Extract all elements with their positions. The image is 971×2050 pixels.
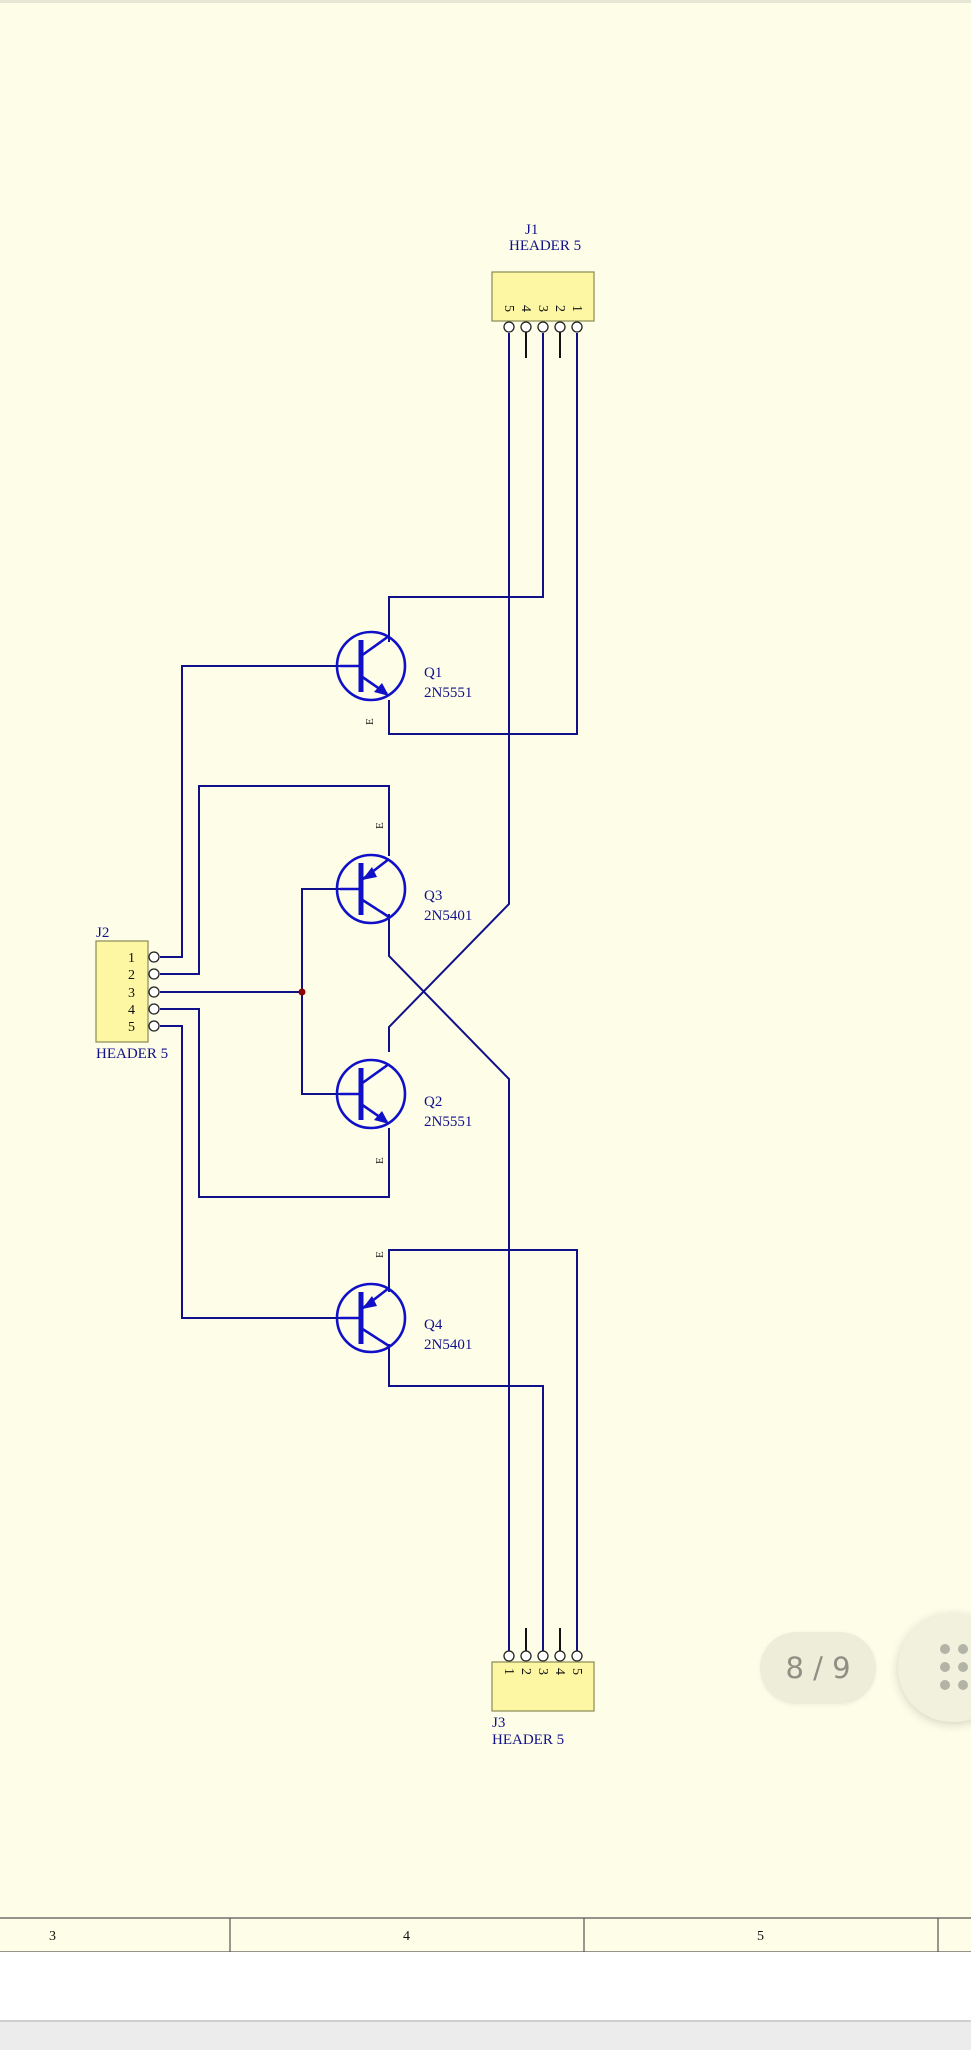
j3-pin	[554, 1650, 566, 1662]
q4-body	[335, 1282, 407, 1354]
j3-ref: J3	[492, 1715, 505, 1731]
j3-pin	[503, 1650, 515, 1662]
wire-j2p1-q1b	[160, 665, 340, 958]
wire-j2p4-q2e	[160, 1008, 390, 1198]
j1-pin-label: 2	[552, 305, 567, 312]
q2-part: 2N5551	[424, 1114, 472, 1130]
q1-emitter-arrow	[374, 683, 389, 696]
j3-pin-label: 3	[535, 1668, 550, 1675]
q2-collector-lead	[360, 1062, 390, 1086]
wire-j1p5-q2c	[388, 333, 510, 1052]
q3-emitter-mark: E	[374, 822, 386, 829]
q3-ref: Q3	[424, 888, 442, 904]
j1-pin	[571, 321, 583, 333]
j2-pin-label: 5	[128, 1020, 135, 1035]
zone-label: 5	[757, 1929, 764, 1944]
q4-part: 2N5401	[424, 1337, 472, 1353]
j3-pin-label: 5	[569, 1668, 584, 1675]
wire-j1p1-q1e	[388, 333, 578, 735]
j2-pin	[148, 951, 160, 963]
transistor-q3: Q3 2N5401 E	[335, 822, 472, 925]
j3-pin-label: 1	[501, 1668, 516, 1675]
q2-body	[335, 1058, 407, 1130]
q1-collector-lead	[360, 634, 390, 658]
header-j3: 1 2 3 4 5 J3 HEADER 5	[491, 1650, 595, 1748]
q2-ref: Q2	[424, 1094, 442, 1110]
zone-label: 4	[403, 1929, 410, 1944]
header-j1: J1 HEADER 5 5 4 3 2 1	[491, 222, 595, 333]
top-edge	[0, 0, 971, 3]
q1-body	[335, 630, 407, 702]
wire-j2p5-q4b	[160, 1025, 340, 1319]
j3-pin-label: 2	[518, 1668, 533, 1675]
j3-pin	[520, 1650, 532, 1662]
j2-value: HEADER 5	[96, 1046, 168, 1062]
transistor-q4: Q4 2N5401 E	[335, 1251, 472, 1354]
q1-emitter-mark: E	[364, 718, 376, 725]
q4-collector-lead	[360, 1326, 390, 1348]
q4-ref: Q4	[424, 1317, 443, 1333]
j1-body	[491, 271, 595, 322]
q2-emitter-arrow	[374, 1111, 389, 1124]
j1-pin	[503, 321, 515, 333]
j2-pin	[148, 1003, 160, 1015]
transistor-q1: Q1 2N5551 E	[335, 630, 472, 725]
header-j2: J2 1 2 3 4 5 HEADER 5	[95, 925, 168, 1062]
j2-pin-label: 3	[128, 986, 135, 1001]
wire-j2p2-q3e	[160, 785, 390, 975]
j1-ref: J1	[525, 222, 538, 238]
wire-q4c-j3p3	[388, 1344, 544, 1654]
j2-pin	[148, 986, 160, 998]
j3-value: HEADER 5	[492, 1732, 564, 1748]
j3-pin-label: 4	[552, 1668, 567, 1675]
footer-area	[0, 1952, 971, 2020]
q4-emitter-mark: E	[374, 1251, 386, 1258]
bottom-bar	[0, 2020, 971, 2050]
j3-pin	[537, 1650, 549, 1662]
junction-dot	[298, 988, 306, 996]
j2-pin	[148, 968, 160, 980]
j3-pin	[571, 1650, 583, 1662]
j2-pin-label: 2	[128, 968, 135, 983]
transistor-q2: Q2 2N5551 E	[335, 1058, 472, 1164]
wires	[160, 332, 578, 1654]
j1-pin-label: 4	[518, 305, 533, 312]
j3-body	[491, 1661, 595, 1712]
j1-pin-label: 1	[569, 305, 584, 312]
j2-body	[95, 940, 149, 1043]
q3-part: 2N5401	[424, 908, 472, 924]
zone-label: 3	[49, 1929, 56, 1944]
wire-j1p3-q1c	[388, 333, 544, 642]
j1-pin-label: 3	[535, 305, 550, 312]
q3-collector-lead	[360, 897, 390, 919]
j1-pin	[537, 321, 549, 333]
j1-pin	[520, 321, 532, 333]
wire-q4e-j3p5	[388, 1249, 578, 1654]
wire-q3c-j3p1	[388, 914, 510, 1654]
q1-part: 2N5551	[424, 685, 472, 701]
j2-ref: J2	[96, 925, 109, 941]
j1-pin	[554, 321, 566, 333]
q1-ref: Q1	[424, 665, 442, 681]
q4-emitter-arrow	[362, 1296, 377, 1309]
j1-pin-label: 5	[501, 305, 516, 312]
q3-emitter-arrow	[362, 867, 377, 880]
j2-pin-label: 1	[128, 951, 135, 966]
j1-value: HEADER 5	[509, 238, 581, 254]
q2-emitter-mark: E	[374, 1157, 386, 1164]
page-indicator[interactable]: 8 / 9	[760, 1632, 876, 1704]
j2-pin-label: 4	[128, 1003, 135, 1018]
j2-pin	[148, 1020, 160, 1032]
q3-body	[335, 853, 407, 925]
